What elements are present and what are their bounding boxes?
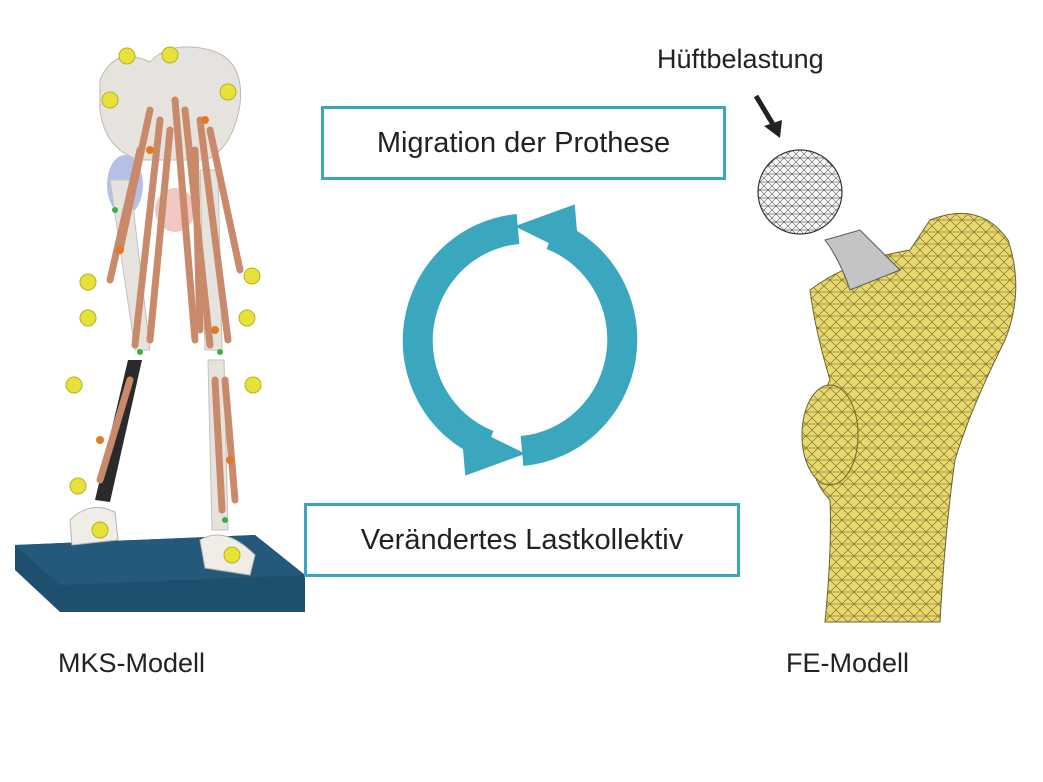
load-label: Hüftbelastung <box>657 44 824 74</box>
lastkollektiv-label: Verändertes Lastkollektiv <box>360 523 684 556</box>
circular-arrows-icon <box>402 204 638 476</box>
lastkollektiv-box: Verändertes Lastkollektiv <box>304 503 740 577</box>
migration-label: Migration der Prothese <box>376 126 671 159</box>
migration-box: Migration der Prothese <box>321 106 726 180</box>
mks-model-illustration <box>15 46 305 612</box>
mks-caption: MKS-Modell <box>58 648 206 678</box>
arrow-down-icon <box>753 94 782 138</box>
fe-caption: FE-Modell <box>786 648 910 678</box>
fe-model-illustration <box>757 149 1017 623</box>
